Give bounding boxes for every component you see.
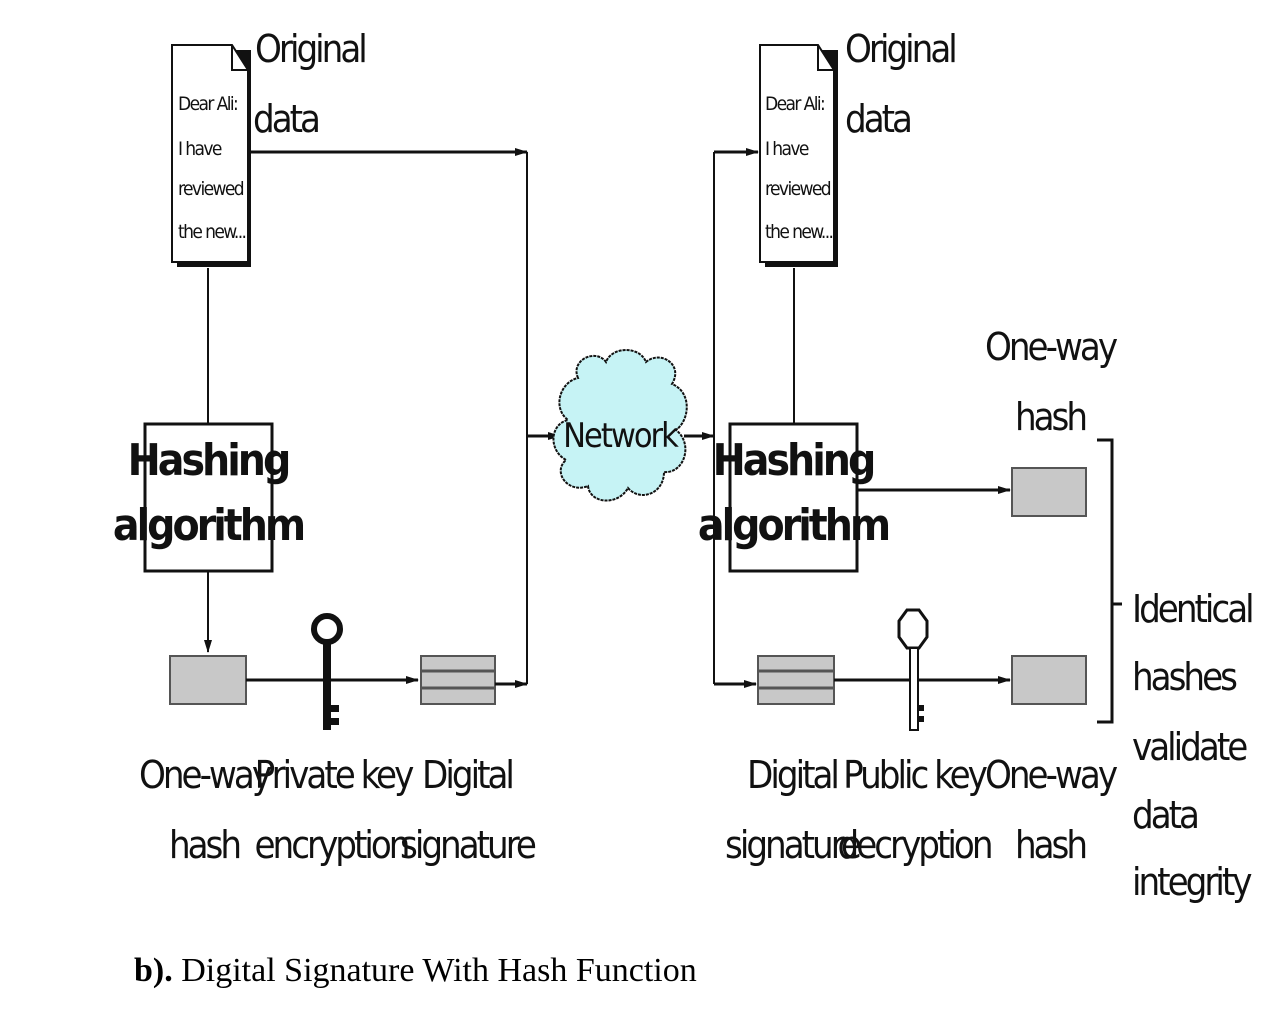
encryption-label: encryption [255, 823, 408, 867]
right-data-label: data [845, 97, 910, 141]
right-doc-line-2: I have [765, 138, 809, 160]
network-label: Network [563, 416, 679, 456]
identical-hashes-bracket [1097, 438, 1122, 724]
right-doc-line-3: reviewed [765, 178, 831, 200]
note-identical: Identical [1132, 587, 1252, 631]
left-algorithm-label: algorithm [113, 500, 304, 551]
public-key-label: Public key [843, 753, 987, 797]
right-bottom-one-way-hash-box [1011, 655, 1087, 705]
left-hashing-label: Hashing [128, 435, 289, 486]
left-signature-label: signature [400, 823, 536, 867]
note-data: data [1132, 793, 1197, 837]
caption-prefix: b). [134, 952, 173, 989]
right-hashing-label: Hashing [713, 435, 874, 486]
left-hashing-algorithm-box: Hashing algorithm [113, 422, 307, 573]
left-doc-line-1: Dear Ali: [178, 93, 237, 115]
caption-text: Digital Signature With Hash Function [181, 952, 697, 989]
right-top-hash-label: hash [1015, 395, 1085, 439]
note-validate: validate [1132, 725, 1247, 769]
public-key-icon [897, 608, 929, 731]
right-doc-line-4: the new... [765, 221, 833, 243]
right-doc-line-1: Dear Ali: [765, 93, 824, 115]
right-digital-label: Digital [747, 753, 837, 797]
figure-caption: b). Digital Signature With Hash Function [134, 952, 697, 990]
right-original-document: Dear Ali: I have reviewed the new... [759, 44, 838, 267]
right-hashing-algorithm-box: Hashing algorithm [698, 422, 892, 573]
network-cloud: Network [552, 349, 688, 502]
right-digital-signature-box [757, 655, 835, 705]
right-bottom-one-way-label: One-way [985, 753, 1118, 797]
left-one-way-hash-box [169, 655, 247, 705]
left-hash-label: hash [169, 823, 239, 867]
right-signature-label: signature [725, 823, 861, 867]
left-original-label: Original [255, 27, 365, 71]
left-digital-label: Digital [422, 753, 512, 797]
decryption-label: decryption [837, 823, 990, 867]
left-original-document: Dear Ali: I have reviewed the new... [171, 44, 251, 267]
right-bottom-hash-label: hash [1015, 823, 1085, 867]
left-digital-signature-box [420, 655, 496, 705]
left-doc-line-2: I have [178, 138, 222, 160]
left-doc-line-4: the new... [178, 221, 246, 243]
note-hashes: hashes [1132, 655, 1237, 699]
right-original-label: Original [845, 27, 955, 71]
note-integrity: integrity [1132, 860, 1252, 904]
right-top-one-way-label: One-way [985, 325, 1118, 369]
private-key-label: Private key [255, 753, 414, 797]
left-data-label: data [253, 97, 318, 141]
left-doc-line-3: reviewed [178, 178, 244, 200]
private-key-icon [311, 613, 343, 730]
right-top-one-way-hash-box [1011, 467, 1087, 517]
right-algorithm-label: algorithm [698, 500, 889, 551]
left-one-way-label: One-way [139, 753, 272, 797]
